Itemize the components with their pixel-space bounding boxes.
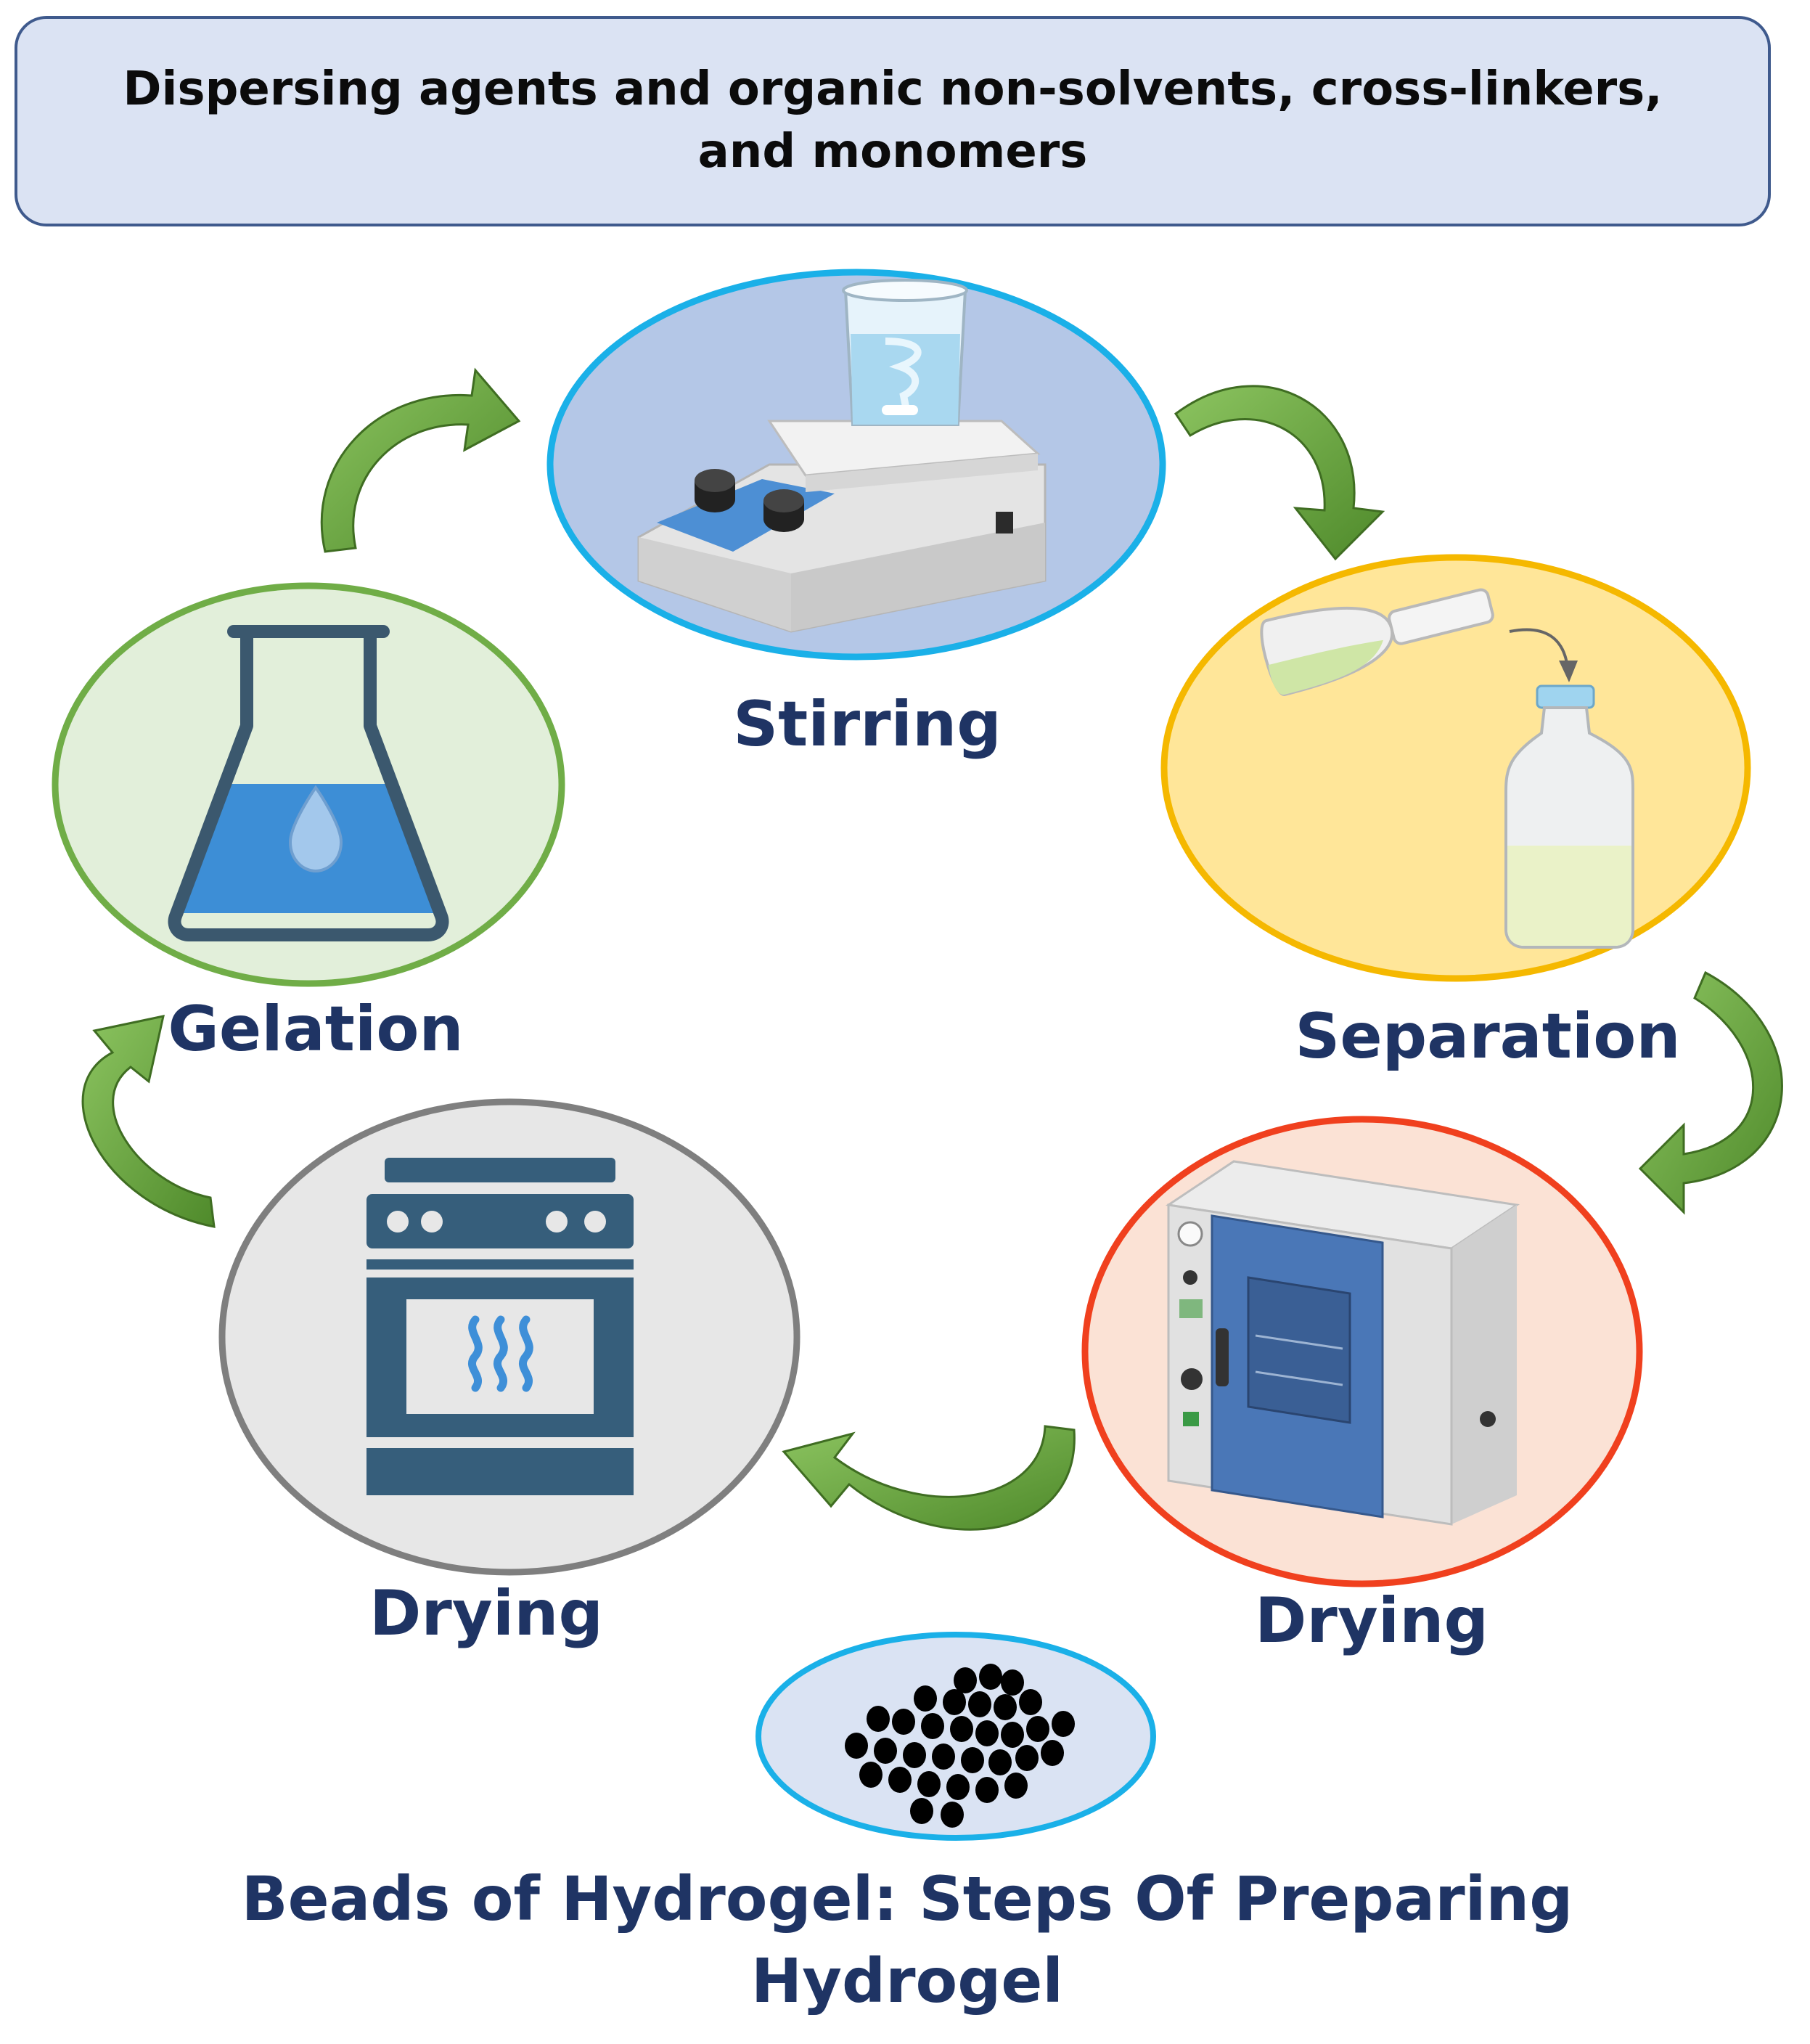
hydrogel-beads-icon (845, 1664, 1075, 1828)
stove-oven-icon (366, 1158, 634, 1495)
arrow-stirring-to-separation (1174, 385, 1385, 561)
arrow-gelation-to-stirring (320, 367, 521, 553)
header-box: Dispersing agents and organic non-solven… (15, 16, 1771, 226)
stage-label-gelation: Gelation (168, 993, 464, 1066)
curved-arrow-icon (81, 367, 1783, 1531)
arrow-separation-to-drying (1638, 970, 1783, 1215)
stage-label-stirring: Stirring (733, 688, 1002, 761)
drying-stove-ellipse (218, 1098, 800, 1576)
drying-oven-icon (1165, 1160, 1520, 1526)
stage-label-drying-oven: Drying (1254, 1585, 1489, 1657)
magnetic-stirrer-icon (637, 279, 1047, 633)
stage-label-drying-stove: Drying (369, 1577, 604, 1650)
diagram-caption: Beads of Hydrogel: Steps Of Preparing Hy… (241, 1863, 1573, 2016)
stove-knobs (387, 1211, 606, 1232)
header-text: Dispersing agents and organic non-solven… (123, 62, 1663, 179)
flask-pour-bottle-icon (1260, 588, 1634, 949)
erlenmeyer-flask-drop-icon (168, 625, 449, 941)
heat-waves-icon (468, 1315, 533, 1392)
arrow-drying-to-gelation (81, 1015, 216, 1228)
arrow-drying-to-drying (782, 1425, 1076, 1531)
stage-label-separation: Separation (1295, 1000, 1681, 1073)
